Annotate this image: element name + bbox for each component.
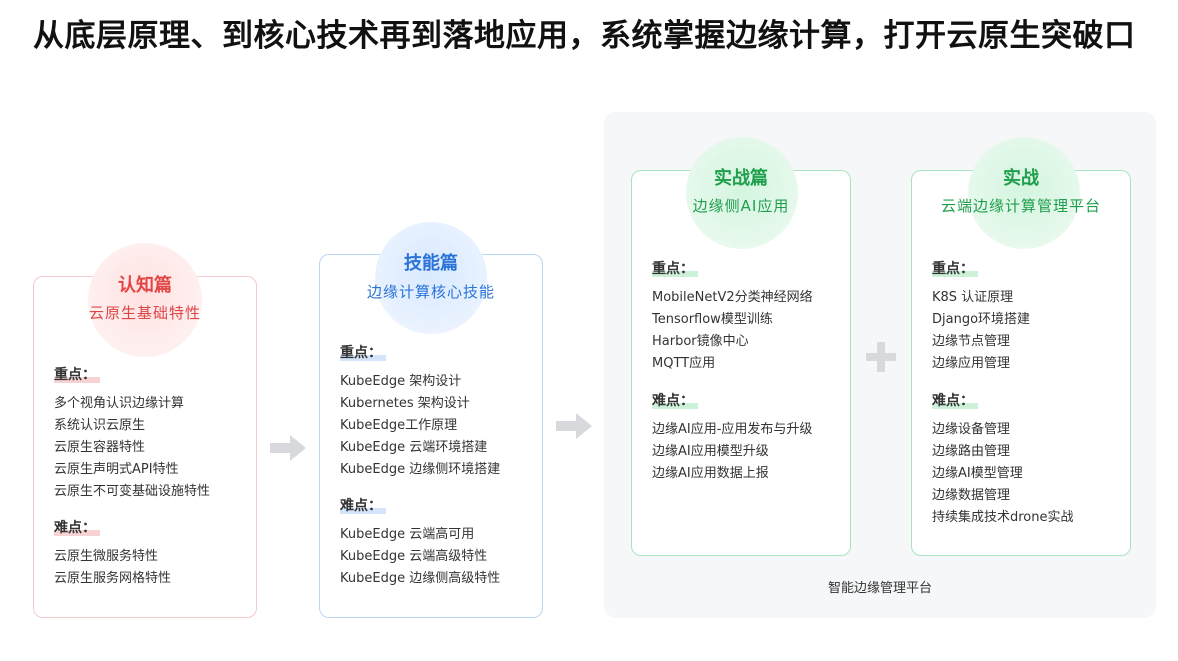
list-item: KubeEdge 云端高可用 bbox=[340, 527, 475, 542]
list-item: 云原生不可变基础设施特性 bbox=[54, 484, 211, 499]
list-item: 多个视角认识边缘计算 bbox=[54, 396, 185, 411]
card-platform-badge bbox=[968, 137, 1080, 249]
list-item: 云原生容器特性 bbox=[54, 440, 146, 455]
list-item: KubeEdge工作原理 bbox=[340, 418, 458, 433]
arrow-right-icon bbox=[270, 435, 306, 461]
card-cognition-title: 认知篇 bbox=[118, 275, 172, 296]
list-item: K8S 认证原理 bbox=[932, 290, 1014, 305]
card-cognition-hard-list: 云原生微服务特性 云原生服务网格特性 bbox=[54, 546, 171, 590]
list-item: 边缘应用管理 bbox=[932, 356, 1011, 371]
card-practice-hard-label: 难点： bbox=[652, 390, 698, 410]
card-skills-subtitle: 边缘计算核心技能 bbox=[366, 283, 495, 301]
card-platform-focus-list: K8S 认证原理 Django环境搭建 边缘节点管理 边缘应用管理 bbox=[932, 287, 1030, 375]
card-practice-title: 实战篇 bbox=[714, 168, 768, 189]
card-cognition-focus-list: 多个视角认识边缘计算 系统认识云原生 云原生容器特性 云原生声明式API特性 云… bbox=[54, 393, 210, 503]
list-item: Tensorflow模型训练 bbox=[652, 312, 773, 327]
card-skills-hard-list: KubeEdge 云端高可用 KubeEdge 云端高级特性 KubeEdge … bbox=[340, 524, 500, 590]
list-item: 边缘AI应用模型升级 bbox=[652, 444, 769, 459]
list-item: Harbor镜像中心 bbox=[652, 334, 749, 349]
list-item: Kubernetes 架构设计 bbox=[340, 396, 470, 411]
card-skills-focus-list: KubeEdge 架构设计 Kubernetes 架构设计 KubeEdge工作… bbox=[340, 371, 500, 481]
card-cognition-focus-label: 重点： bbox=[54, 364, 100, 384]
plus-icon bbox=[866, 342, 896, 372]
card-skills-badge bbox=[375, 222, 487, 334]
arrow-right-icon bbox=[556, 413, 592, 439]
list-item: 边缘路由管理 bbox=[932, 444, 1011, 459]
list-item: KubeEdge 云端高级特性 bbox=[340, 549, 488, 564]
card-practice-subtitle: 边缘侧AI应用 bbox=[692, 197, 790, 215]
card-platform-hard-label: 难点： bbox=[932, 390, 978, 410]
platform-label: 智能边缘管理平台 bbox=[827, 581, 932, 596]
list-item: 云原生服务网格特性 bbox=[54, 571, 172, 586]
card-platform-focus-label: 重点： bbox=[932, 258, 978, 278]
card-skills-hard-label: 难点： bbox=[340, 495, 386, 515]
list-item: KubeEdge 架构设计 bbox=[340, 374, 462, 389]
card-practice-focus-label: 重点： bbox=[652, 258, 698, 278]
card-practice-badge bbox=[686, 137, 798, 249]
list-item: 边缘AI应用-应用发布与升级 bbox=[652, 422, 813, 437]
card-platform-hard-list: 边缘设备管理 边缘路由管理 边缘AI模型管理 边缘数据管理 持续集成技术dron… bbox=[932, 419, 1074, 529]
list-item: MobileNetV2分类神经网络 bbox=[652, 290, 813, 305]
list-item: 边缘节点管理 bbox=[932, 334, 1011, 349]
card-cognition-subtitle: 云原生基础特性 bbox=[88, 304, 201, 322]
list-item: 边缘设备管理 bbox=[932, 422, 1011, 437]
list-item: MQTT应用 bbox=[652, 356, 716, 371]
list-item: KubeEdge 云端环境搭建 bbox=[340, 440, 488, 455]
list-item: 边缘AI应用数据上报 bbox=[652, 466, 769, 481]
card-practice-focus-list: MobileNetV2分类神经网络 Tensorflow模型训练 Harbor镜… bbox=[652, 287, 813, 375]
page-headline: 从底层原理、到核心技术再到落地应用，系统掌握边缘计算，打开云原生突破口 bbox=[33, 18, 1136, 54]
list-item: 系统认识云原生 bbox=[54, 418, 146, 433]
list-item: 边缘数据管理 bbox=[932, 488, 1011, 503]
list-item: KubeEdge 边缘侧环境搭建 bbox=[340, 462, 501, 477]
list-item: 边缘AI模型管理 bbox=[932, 466, 1023, 481]
list-item: 云原生声明式API特性 bbox=[54, 462, 179, 477]
card-platform-subtitle: 云端边缘计算管理平台 bbox=[940, 197, 1101, 215]
card-cognition-hard-label: 难点： bbox=[54, 517, 100, 537]
list-item: 持续集成技术drone实战 bbox=[932, 510, 1074, 525]
card-practice-hard-list: 边缘AI应用-应用发布与升级 边缘AI应用模型升级 边缘AI应用数据上报 bbox=[652, 419, 812, 485]
card-cognition-badge bbox=[88, 243, 202, 357]
card-platform-title: 实战 bbox=[1003, 168, 1039, 189]
list-item: KubeEdge 边缘侧高级特性 bbox=[340, 571, 501, 586]
card-skills-title: 技能篇 bbox=[404, 253, 458, 274]
card-skills-focus-label: 重点： bbox=[340, 342, 386, 362]
list-item: Django环境搭建 bbox=[932, 312, 1031, 327]
list-item: 云原生微服务特性 bbox=[54, 549, 159, 564]
